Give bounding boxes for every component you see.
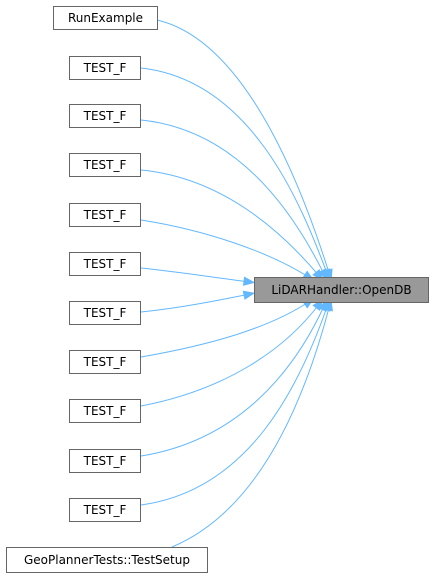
edge-1 [140, 67, 329, 277]
node-caller-5[interactable]: TEST_F [69, 252, 141, 276]
node-label: TEST_F [83, 158, 127, 172]
node-label: TEST_F [83, 355, 127, 369]
arrowhead-6 [242, 290, 256, 300]
node-caller-11[interactable]: GeoPlannerTests::TestSetup [6, 547, 208, 573]
edge-11 [171, 303, 331, 548]
node-caller-6[interactable]: TEST_F [69, 301, 141, 325]
node-label: TEST_F [83, 61, 127, 75]
node-label: TEST_F [83, 306, 127, 320]
edge-3 [140, 169, 321, 278]
node-label: TEST_F [83, 208, 127, 222]
node-caller-1[interactable]: TEST_F [69, 56, 141, 80]
edge-9 [140, 303, 326, 457]
node-label: TEST_F [83, 503, 127, 517]
edges [140, 19, 333, 548]
edge-7 [140, 300, 311, 358]
edge-0 [156, 19, 331, 277]
node-label: GeoPlannerTests::TestSetup [24, 553, 190, 567]
edge-8 [140, 302, 321, 407]
arrowhead-5 [242, 276, 256, 286]
node-label: TEST_F [83, 109, 127, 123]
node-target[interactable]: LiDARHandler::OpenDB [254, 277, 429, 303]
node-caller-8[interactable]: TEST_F [69, 399, 141, 423]
node-label: TEST_F [83, 257, 127, 271]
arrowhead-2 [317, 268, 328, 281]
node-caller-4[interactable]: TEST_F [69, 203, 141, 227]
edge-5 [140, 267, 251, 283]
node-label: TEST_F [83, 454, 127, 468]
edge-6 [140, 293, 251, 313]
node-label: RunExample [68, 11, 143, 25]
edge-2 [140, 119, 326, 277]
node-caller-9[interactable]: TEST_F [69, 449, 141, 473]
node-caller-7[interactable]: TEST_F [69, 350, 141, 374]
node-target-label: LiDARHandler::OpenDB [271, 283, 411, 297]
node-caller-2[interactable]: TEST_F [69, 104, 141, 128]
node-caller-10[interactable]: TEST_F [69, 498, 141, 522]
node-label: TEST_F [83, 404, 127, 418]
edge-10 [140, 303, 329, 506]
node-caller-3[interactable]: TEST_F [69, 153, 141, 177]
edge-4 [140, 219, 311, 279]
node-caller-0[interactable]: RunExample [53, 6, 158, 30]
